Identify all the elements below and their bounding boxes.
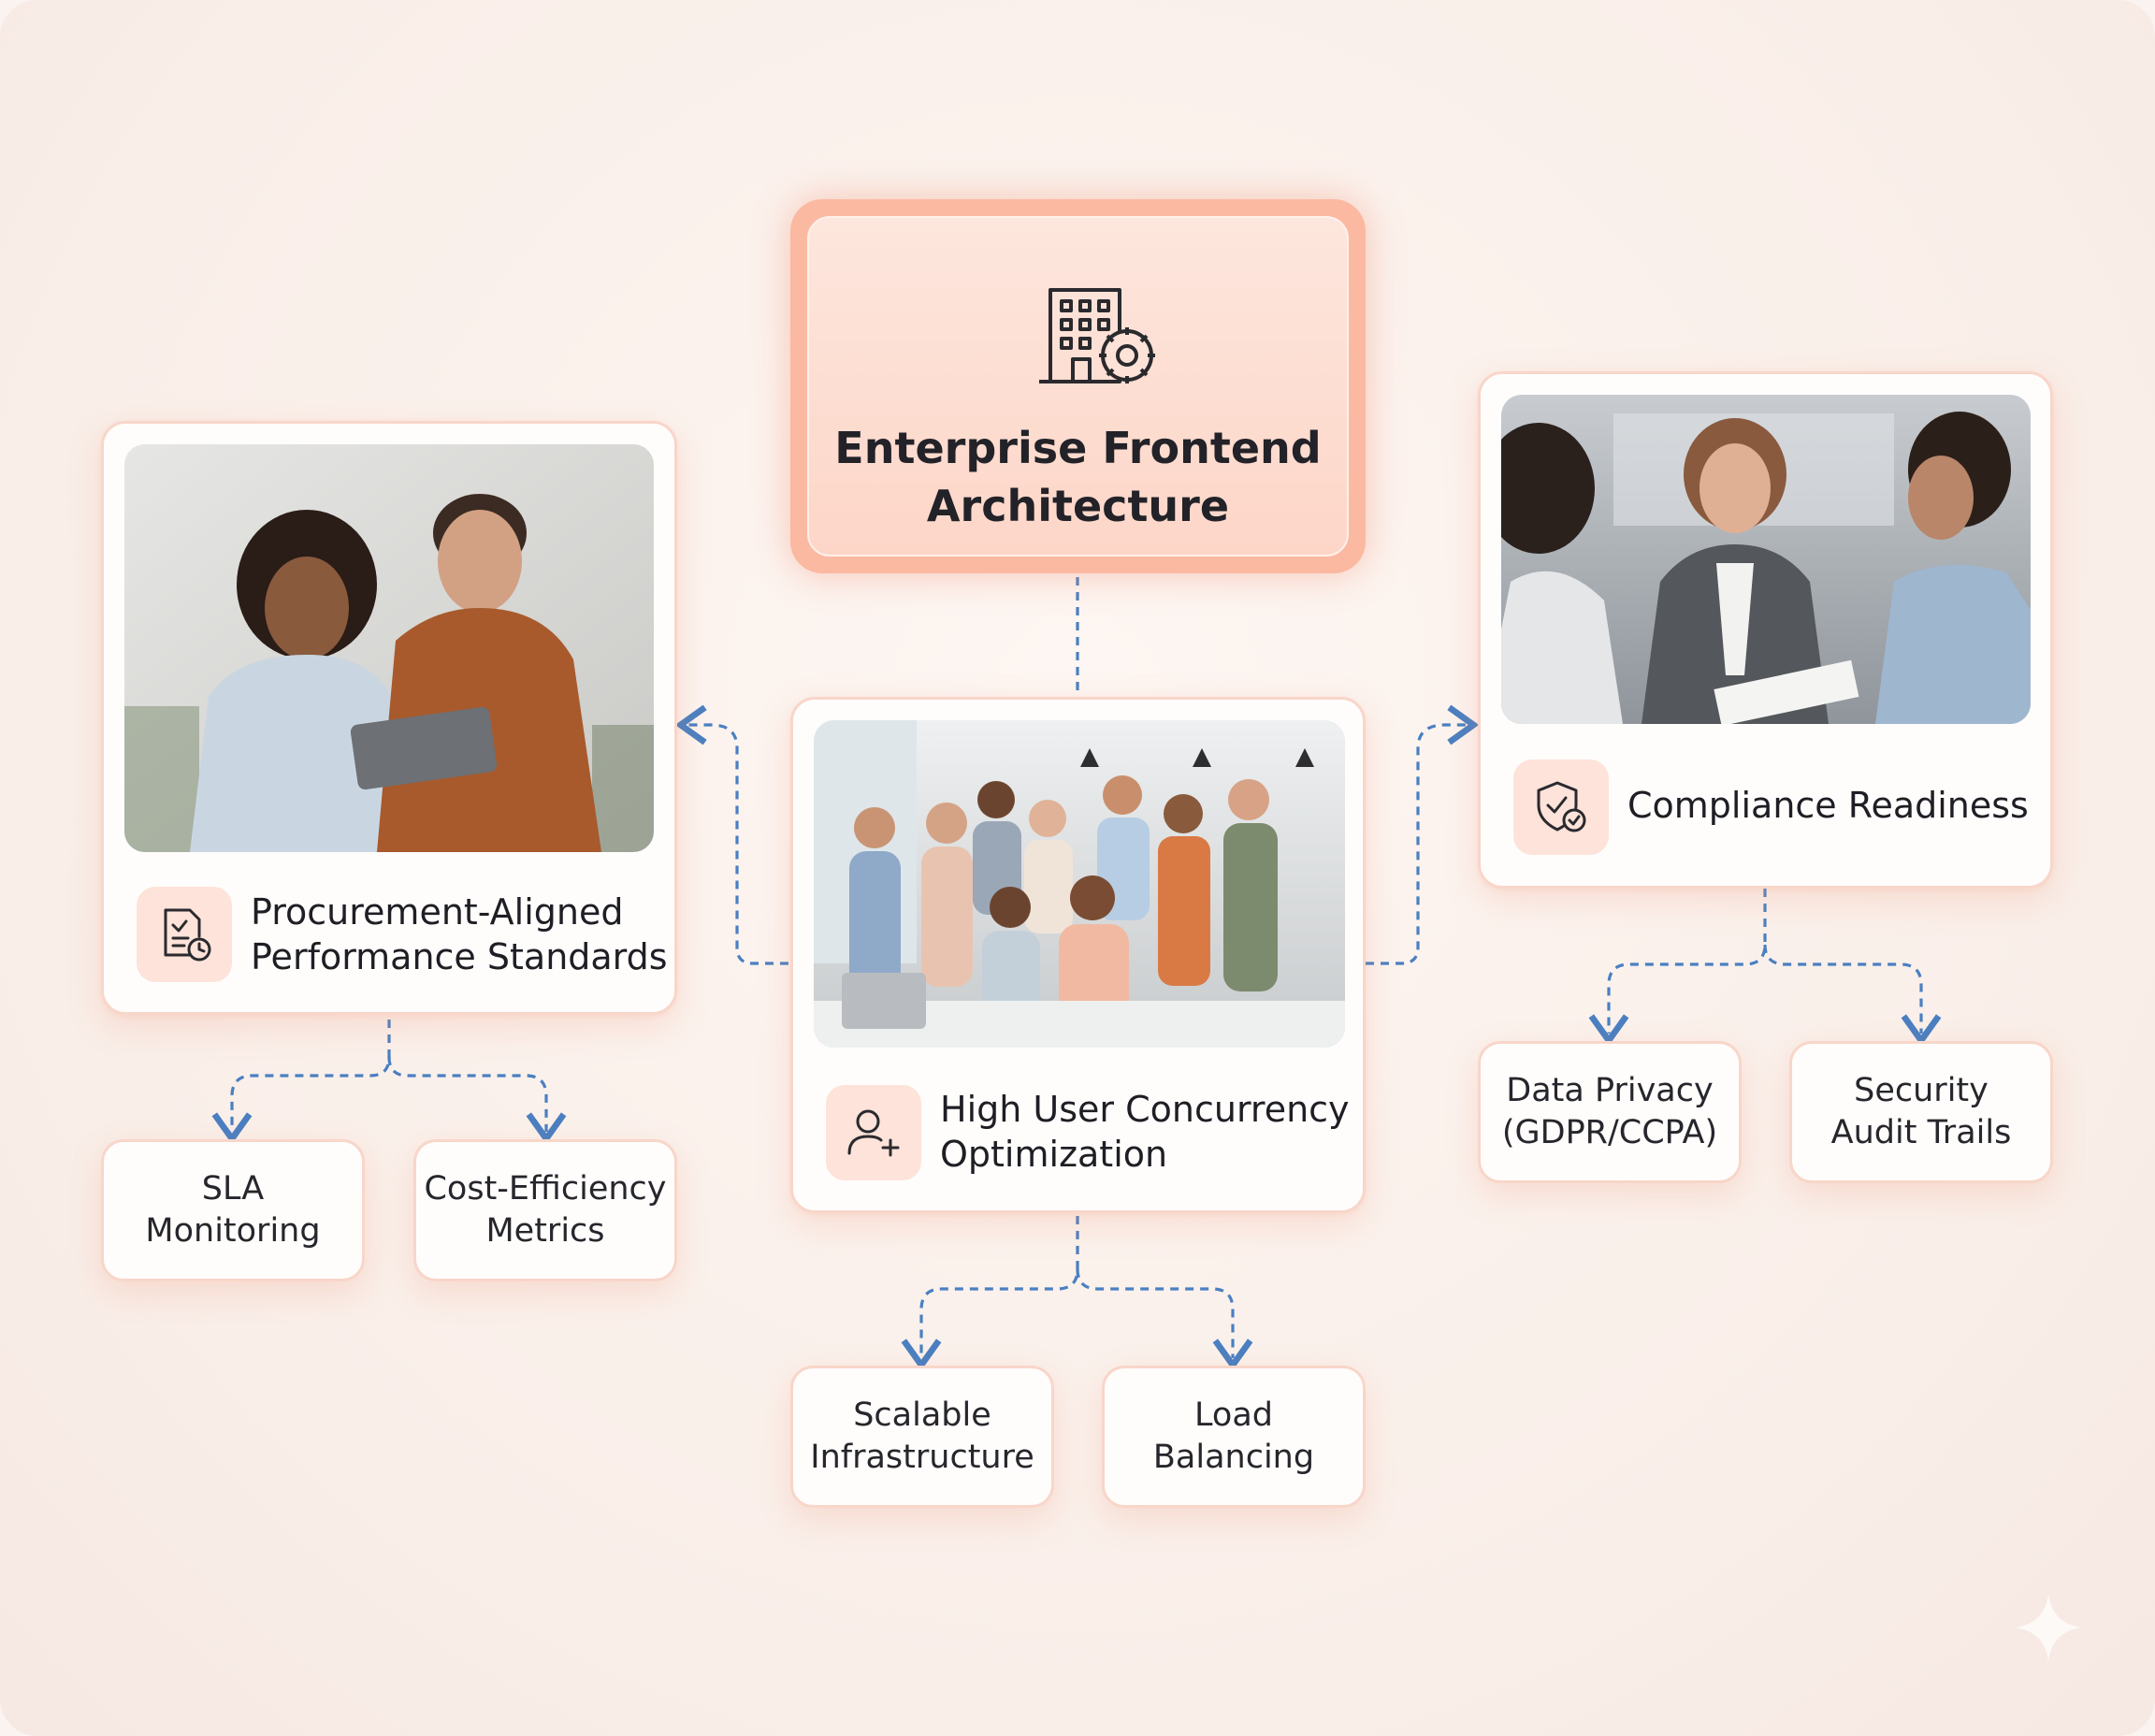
root-node-inner: Enterprise Frontend Architecture	[807, 216, 1349, 557]
shield-check-icon	[1537, 781, 1586, 832]
leaf-data-privacy[interactable]: Data Privacy (GDPR/CCPA)	[1478, 1041, 1742, 1183]
user-add-icon-tile	[826, 1085, 921, 1180]
document-clock-icon-tile	[137, 887, 232, 982]
procurement-title: Procurement-Aligned Performance Standard…	[251, 891, 668, 977]
root-node: Enterprise Frontend Architecture	[790, 199, 1366, 573]
shield-check-icon-tile	[1513, 760, 1609, 855]
sparkle-icon	[2015, 1594, 2082, 1661]
building-gear-icon	[1039, 288, 1155, 383]
team-group-photo	[814, 720, 1345, 1048]
root-title: Enterprise Frontend Architecture	[834, 423, 1322, 531]
connector-center-left	[674, 704, 788, 965]
connector-left-tree	[211, 1020, 391, 1145]
leaf-cost-efficiency[interactable]: Cost-Efficiency Metrics	[413, 1139, 677, 1281]
leaf-sla-monitoring[interactable]: SLA Monitoring	[101, 1139, 365, 1281]
concurrency-title: High User Concurrency Optimization	[940, 1089, 1350, 1175]
leaf-security-audit[interactable]: Security Audit Trails	[1789, 1041, 2053, 1183]
procurement-card[interactable]: Procurement-Aligned Performance Standard…	[101, 421, 677, 1015]
leaf-label: Security Audit Trails	[1830, 1072, 2012, 1151]
leaf-label: Data Privacy (GDPR/CCPA)	[1501, 1072, 1718, 1151]
leaf-label: Load Balancing	[1152, 1396, 1315, 1476]
connector-center-right	[1366, 704, 1480, 965]
concurrency-card[interactable]: High User Concurrency Optimization	[790, 697, 1366, 1213]
leaf-scalable-infrastructure[interactable]: Scalable Infrastructure	[790, 1366, 1054, 1508]
connector-center-tree	[901, 1216, 1079, 1371]
document-clock-icon	[164, 908, 211, 962]
user-add-icon	[847, 1109, 900, 1157]
compliance-card[interactable]: Compliance Readiness	[1478, 371, 2053, 889]
leaf-load-balancing[interactable]: Load Balancing	[1102, 1366, 1366, 1508]
leaf-label: SLA Monitoring	[145, 1170, 321, 1250]
connector-right-tree	[1588, 889, 1767, 1047]
leaf-label: Cost-Efficiency Metrics	[424, 1170, 667, 1250]
meeting-photo	[1501, 395, 2031, 724]
leaf-label: Scalable Infrastructure	[810, 1396, 1034, 1476]
compliance-title: Compliance Readiness	[1627, 785, 2029, 826]
team-tablet-photo	[124, 444, 654, 852]
